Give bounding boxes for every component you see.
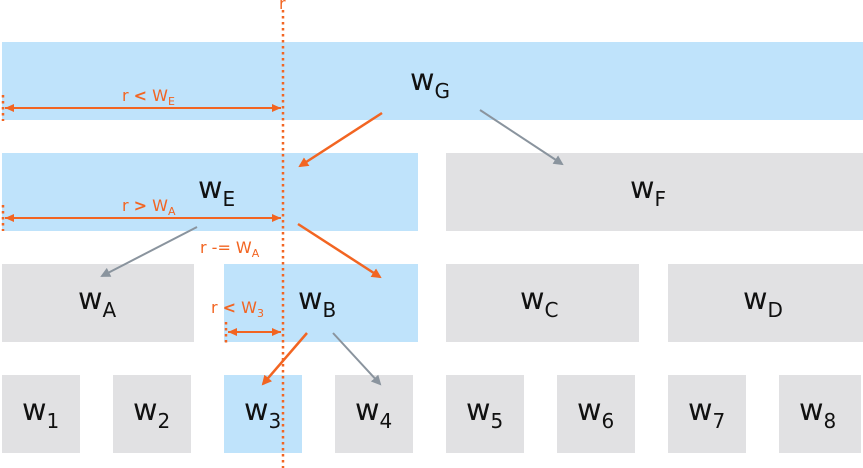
node-c-box	[446, 264, 639, 342]
node-d-box	[668, 264, 863, 342]
leaf-3-box	[224, 375, 302, 453]
leaf-7-label: w7	[688, 393, 725, 433]
leaf-3-label: w3	[244, 393, 281, 433]
leaf-8-box	[779, 375, 861, 453]
node-d-label: wD	[743, 282, 783, 322]
leaf-6-label: w6	[577, 393, 614, 433]
leaf-5-box	[446, 375, 524, 453]
node-e-label: wE	[198, 171, 235, 211]
node-f-box	[446, 153, 863, 231]
node-b-label: wB	[298, 282, 336, 322]
leaf-7-box	[668, 375, 746, 453]
node-f-label: wF	[630, 171, 666, 211]
node-g-label: wG	[410, 63, 450, 103]
annotation-r-less-we: r < WE	[122, 86, 175, 108]
edge-e-to-b	[297, 222, 382, 279]
edge-g-to-e	[298, 111, 383, 168]
leaf-1-box	[2, 375, 80, 453]
leaf-4-label: w4	[355, 393, 392, 433]
leaf-4-box	[335, 375, 413, 453]
edge-b-to-4	[332, 332, 382, 386]
edge-b-to-3	[261, 332, 308, 386]
node-a-box	[2, 264, 194, 342]
threshold-label: r	[279, 0, 286, 13]
annotation-r-minus-wa: r -= WA	[200, 238, 260, 260]
edge-g-to-f	[479, 109, 564, 166]
leaf-1-label: w1	[22, 393, 59, 433]
leaf-8-label: w8	[799, 393, 836, 433]
leaf-2-label: w2	[133, 393, 170, 433]
edge-e-to-a	[100, 226, 198, 277]
leaf-5-label: w5	[466, 393, 503, 433]
node-a-label: wA	[78, 282, 117, 322]
annotation-r-less-w3: r < W3	[211, 298, 264, 320]
leaf-2-box	[113, 375, 191, 453]
node-c-label: wC	[520, 282, 559, 322]
annotation-r-greater-wa: r > WA	[122, 196, 176, 218]
leaf-6-box	[557, 375, 635, 453]
